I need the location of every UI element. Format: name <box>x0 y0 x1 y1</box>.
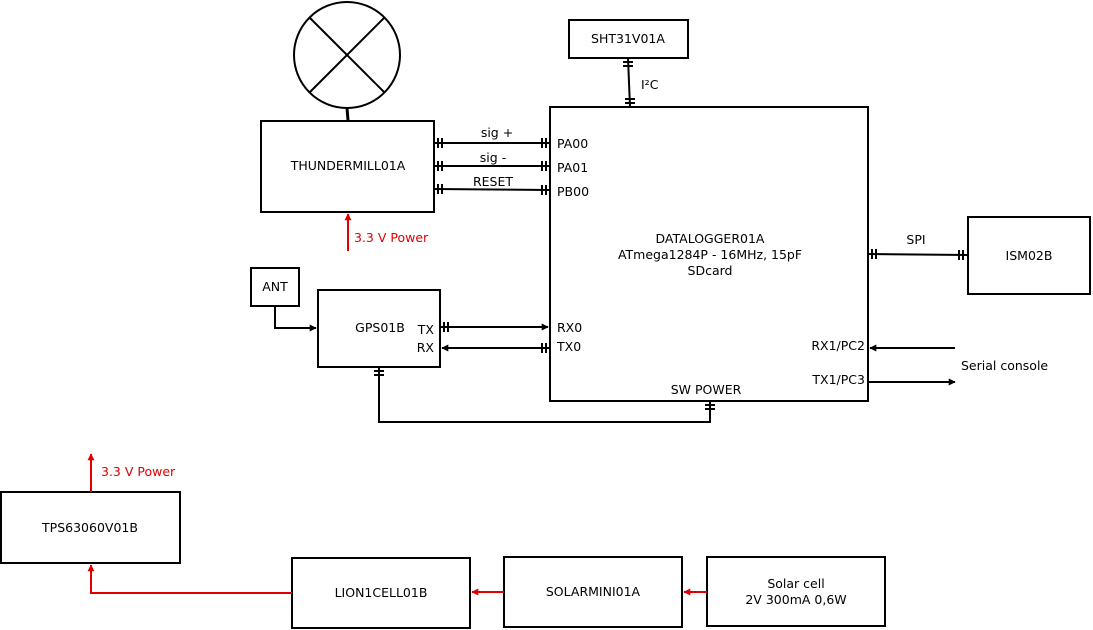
datalogger-block <box>549 106 869 402</box>
i2c-label: I²C <box>641 77 659 92</box>
datalogger-mcu: ATmega1284P - 16MHz, 15pF <box>618 247 802 262</box>
gps-block <box>317 289 441 368</box>
solarmini-label: SOLARMINI01A <box>546 584 641 599</box>
gps-label: GPS01B <box>355 320 405 335</box>
sht31-block <box>568 19 689 59</box>
signal-wires <box>274 57 969 423</box>
sht31-label: SHT31V01A <box>591 31 665 46</box>
tps-block <box>0 491 181 564</box>
solar-cell-block <box>706 556 886 627</box>
thundermill-label: THUNDERMILL01A <box>290 158 406 173</box>
ism-block <box>967 216 1091 295</box>
sig-plus-label: sig + <box>481 125 513 140</box>
thundermill-block <box>260 120 435 213</box>
spi-label: SPI <box>906 232 925 247</box>
pin-tx1: TX1/PC3 <box>811 372 865 387</box>
solarmini-block <box>503 556 683 628</box>
pin-pb00: PB00 <box>557 184 589 199</box>
thundermill-power-label: 3.3 V Power <box>354 230 429 245</box>
solar-cell-label: Solar cell <box>767 576 824 591</box>
lion-label: LION1CELL01B <box>335 585 428 600</box>
pin-pa00: PA00 <box>557 136 588 151</box>
ant-block <box>250 267 300 307</box>
serial-console-label: Serial console <box>961 358 1048 373</box>
ant-wire <box>274 306 317 332</box>
datalogger-storage: SDcard <box>688 263 733 278</box>
tps-label: TPS63060V01B <box>41 520 138 535</box>
sw-power-wire <box>378 367 711 423</box>
gps-rx-label: RX <box>417 340 435 355</box>
pin-rx1: RX1/PC2 <box>811 338 865 353</box>
tps-power-label: 3.3 V Power <box>101 464 176 479</box>
reset-label: RESET <box>473 174 513 189</box>
solar-cell-spec: 2V 300mA 0,6W <box>745 592 846 607</box>
gps-tx-label: TX <box>417 322 435 337</box>
sensor-stem <box>345 107 350 121</box>
sw-power-label: SW POWER <box>671 382 742 397</box>
spi-wire <box>867 253 969 256</box>
power-wires <box>87 213 707 596</box>
sig-minus-label: sig - <box>480 150 506 165</box>
pin-pa01: PA01 <box>557 160 588 175</box>
pin-rx0: RX0 <box>557 320 582 335</box>
pin-tx0: TX0 <box>556 339 581 354</box>
ism-label: ISM02B <box>1006 248 1053 263</box>
datalogger-name: DATALOGGER01A <box>656 231 765 246</box>
lion-block <box>291 557 471 629</box>
ant-label: ANT <box>262 279 288 294</box>
reset-wire <box>433 188 551 191</box>
lion-to-tps-wire <box>87 564 292 594</box>
circle-cross-icon <box>293 1 401 109</box>
